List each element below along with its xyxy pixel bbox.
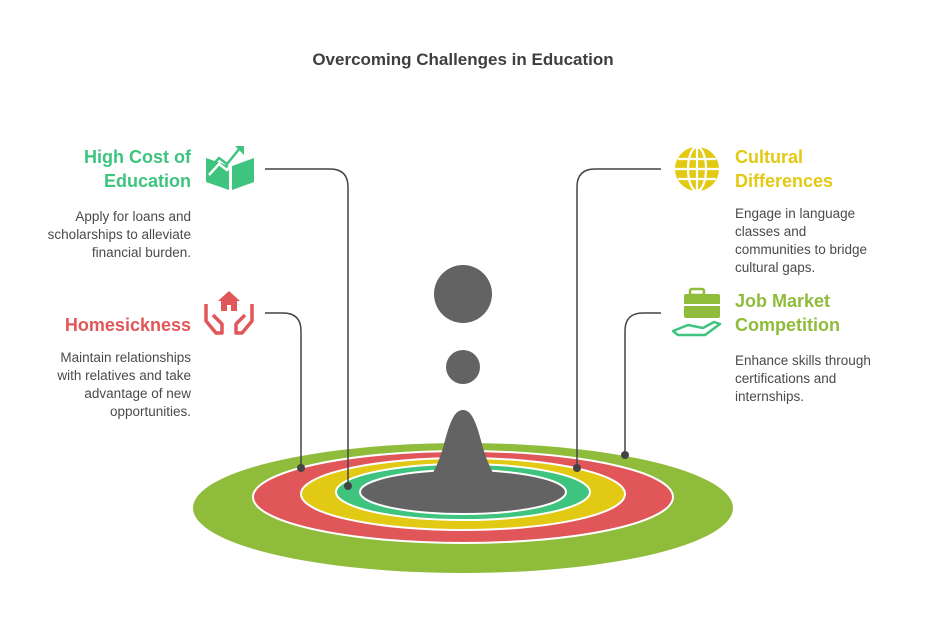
home-hands-icon [204,291,254,335]
description-line: with relatives and take [57,368,191,383]
description-line: cultural gaps. [735,260,816,275]
description-line: Maintain relationships [60,350,191,365]
description-line: Enhance skills through [735,353,871,368]
description-line: classes and [735,224,807,239]
heading-line: Job Market [735,291,831,311]
description-high-cost: Apply for loans and scholarships to alle… [0,208,191,262]
connector-job-market [624,312,661,455]
figure-dot-large [434,265,492,323]
description-line: scholarships to alleviate [47,227,191,242]
figure-dot-small [446,350,480,384]
description-line: Engage in language [735,206,856,221]
heading-homesickness: Homesickness [20,313,191,337]
heading-line: Differences [735,171,834,191]
description-line: certifications and [735,371,837,386]
heading-line: Cultural [735,147,804,167]
description-job-market: Enhance skills through certifications an… [735,352,920,406]
description-line: financial burden. [91,245,191,260]
heading-high-cost: High Cost of Education [20,145,191,193]
heading-line: Homesickness [64,315,191,335]
globe-icon [675,145,719,193]
description-homesickness: Maintain relationships with relatives an… [0,349,191,421]
diagram-title: Overcoming Challenges in Education [312,50,614,69]
connector-dot-cultural [573,464,581,472]
description-cultural: Engage in language classes and communiti… [735,205,920,277]
heading-line: Education [103,171,191,191]
connector-high-cost [265,168,349,486]
book-growth-icon [206,146,254,190]
connector-cultural [576,168,661,468]
figure-body [400,410,526,503]
connector-dot-job-market [621,451,629,459]
heading-line: High Cost of [84,147,191,167]
description-line: opportunities. [109,404,191,419]
heading-line: Competition [735,315,840,335]
description-line: internships. [735,389,805,404]
connector-dot-homesickness [297,464,305,472]
connector-dot-high-cost [344,482,352,490]
heading-job-market: Job Market Competition [735,289,915,337]
description-line: communities to bridge [735,242,868,257]
briefcase-hand-icon [671,287,722,337]
description-line: advantage of new [84,386,191,401]
connector-homesickness [265,312,302,468]
heading-cultural: Cultural Differences [735,145,915,193]
description-line: Apply for loans and [75,209,191,224]
